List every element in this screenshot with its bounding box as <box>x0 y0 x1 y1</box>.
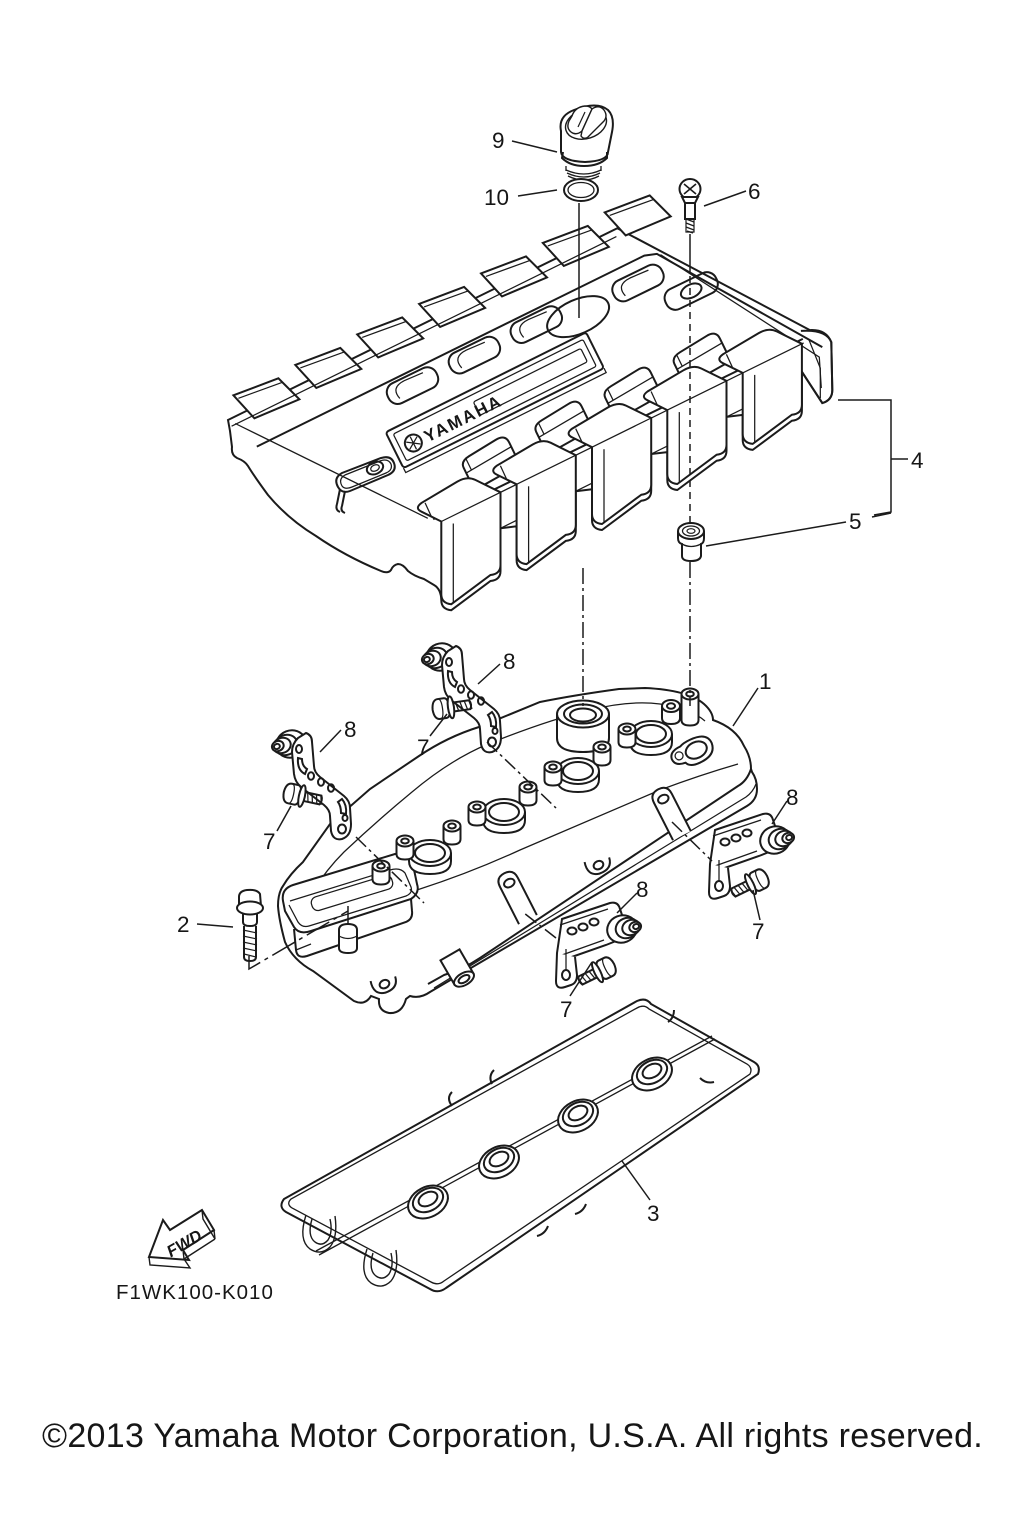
svg-text:F1WK100-K010: F1WK100-K010 <box>116 1281 274 1304</box>
svg-text:7: 7 <box>263 829 276 854</box>
svg-text:3: 3 <box>647 1201 660 1226</box>
svg-text:8: 8 <box>344 717 357 742</box>
svg-text:10: 10 <box>484 185 509 210</box>
svg-text:9: 9 <box>492 128 505 153</box>
svg-text:8: 8 <box>636 877 649 902</box>
svg-text:8: 8 <box>503 649 516 674</box>
svg-text:5: 5 <box>849 509 862 534</box>
svg-text:2: 2 <box>177 912 190 937</box>
svg-text:7: 7 <box>752 919 765 944</box>
svg-text:6: 6 <box>748 179 761 204</box>
svg-text:8: 8 <box>786 785 799 810</box>
svg-text:©2013 Yamaha Motor Corporation: ©2013 Yamaha Motor Corporation, U.S.A. A… <box>42 1417 983 1455</box>
svg-text:7: 7 <box>560 997 573 1022</box>
svg-text:7: 7 <box>417 735 430 760</box>
svg-text:1: 1 <box>759 669 772 694</box>
svg-text:4: 4 <box>911 448 924 473</box>
